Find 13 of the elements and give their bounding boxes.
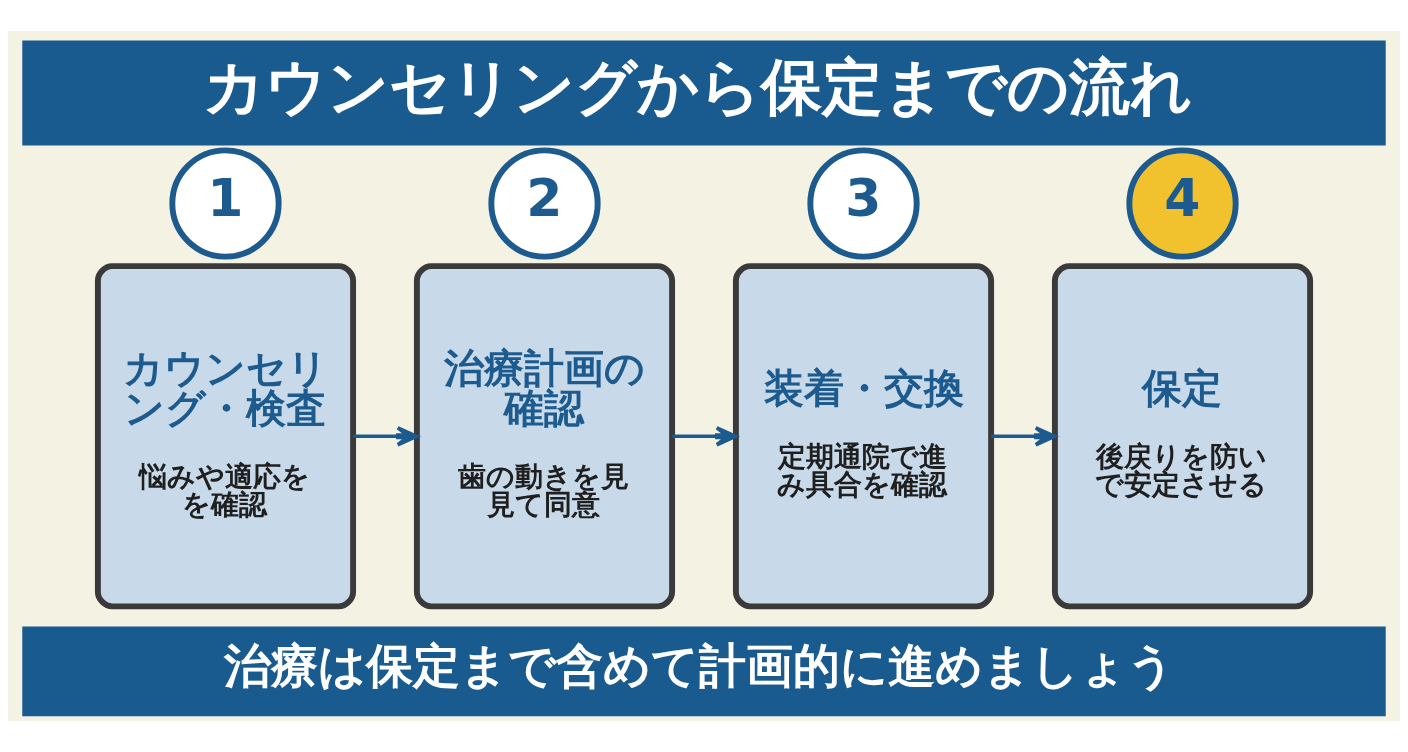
node-box: 保定 後戻りを防いで安定させる bbox=[1051, 263, 1314, 610]
caption: 治療は保定まで含めて計画的に進めましょう bbox=[224, 638, 1176, 694]
node-circle: 3 bbox=[807, 147, 920, 260]
arrow bbox=[353, 426, 419, 447]
diagram-title: カウンセリングから保定までの流れ bbox=[203, 50, 1193, 122]
node-box: 装着・交換 定期通院で進み具合を確認 bbox=[732, 263, 995, 610]
node-circle: 2 bbox=[488, 147, 601, 260]
node-box: カウンセリング・検査 悩みや適応をを確認 bbox=[94, 263, 357, 610]
node-circle: 1 bbox=[169, 147, 282, 260]
node-circle: 4 bbox=[1126, 147, 1239, 260]
arrow bbox=[991, 426, 1057, 447]
node-box: 治療計画の確認 歯の動きを見見て同意 bbox=[413, 263, 676, 610]
arrow bbox=[672, 426, 738, 447]
